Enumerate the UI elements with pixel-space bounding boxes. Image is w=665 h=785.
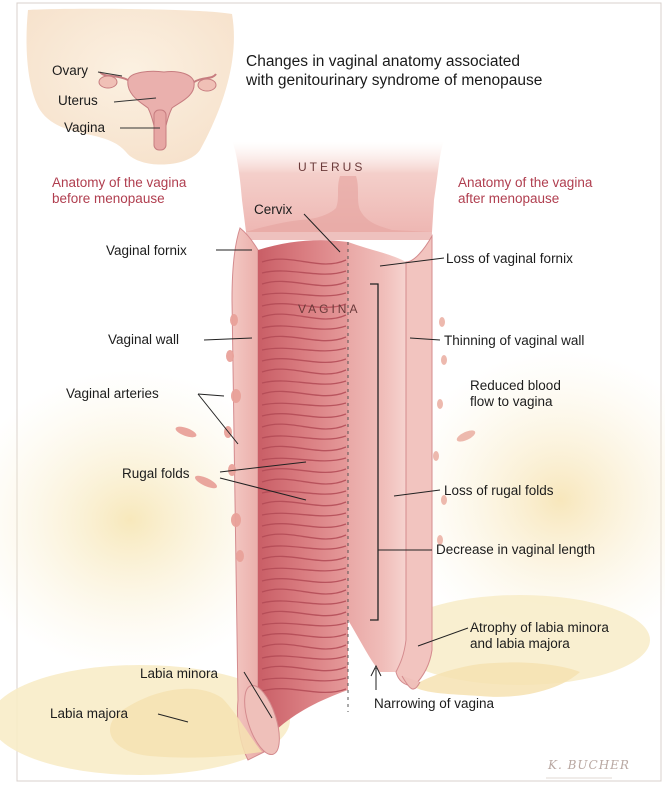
label-thinning-of-vaginal-wall: Thinning of vaginal wall xyxy=(444,333,584,349)
label-vaginal-fornix: Vaginal fornix xyxy=(106,243,187,259)
before-menopause-heading: Anatomy of the vagina before menopause xyxy=(52,175,186,207)
inset-label-ovary: Ovary xyxy=(52,63,88,79)
organ-label-vagina: VAGINA xyxy=(298,302,360,316)
before-heading-line-1: Anatomy of the vagina xyxy=(52,175,186,191)
artist-signature: K. BUCHER xyxy=(548,758,630,772)
label-vaginal-arteries: Vaginal arteries xyxy=(66,386,159,402)
after-heading-line-1: Anatomy of the vagina xyxy=(458,175,592,191)
label-reduced-blood-flow: Reduced blood flow to vagina xyxy=(470,378,561,410)
after-heading-line-2: after menopause xyxy=(458,191,592,207)
atrophy-line-2: and labia majora xyxy=(470,636,609,652)
label-vaginal-wall: Vaginal wall xyxy=(108,332,179,348)
label-loss-of-rugal-folds: Loss of rugal folds xyxy=(444,483,554,499)
label-rugal-folds: Rugal folds xyxy=(122,466,190,482)
label-narrowing-of-vagina: Narrowing of vagina xyxy=(374,696,494,712)
label-loss-of-vaginal-fornix: Loss of vaginal fornix xyxy=(446,251,573,267)
organ-label-uterus: UTERUS xyxy=(298,160,365,174)
inset-label-vagina: Vagina xyxy=(64,120,105,136)
atrophy-line-1: Atrophy of labia minora xyxy=(470,620,609,636)
reduced-flow-line-1: Reduced blood xyxy=(470,378,561,394)
figure-title: Changes in vaginal anatomy associated wi… xyxy=(246,52,656,90)
title-line-1: Changes in vaginal anatomy associated xyxy=(246,52,656,71)
title-line-2: with genitourinary syndrome of menopause xyxy=(246,71,656,90)
after-menopause-heading: Anatomy of the vagina after menopause xyxy=(458,175,592,207)
inset-label-uterus: Uterus xyxy=(58,93,98,109)
label-labia-minora: Labia minora xyxy=(140,666,218,682)
label-labia-majora: Labia majora xyxy=(50,706,128,722)
label-cervix: Cervix xyxy=(254,202,292,218)
label-atrophy-of-labia: Atrophy of labia minora and labia majora xyxy=(470,620,609,652)
before-heading-line-2: before menopause xyxy=(52,191,186,207)
reduced-flow-line-2: flow to vagina xyxy=(470,394,561,410)
label-decrease-in-vaginal-length: Decrease in vaginal length xyxy=(436,542,595,558)
